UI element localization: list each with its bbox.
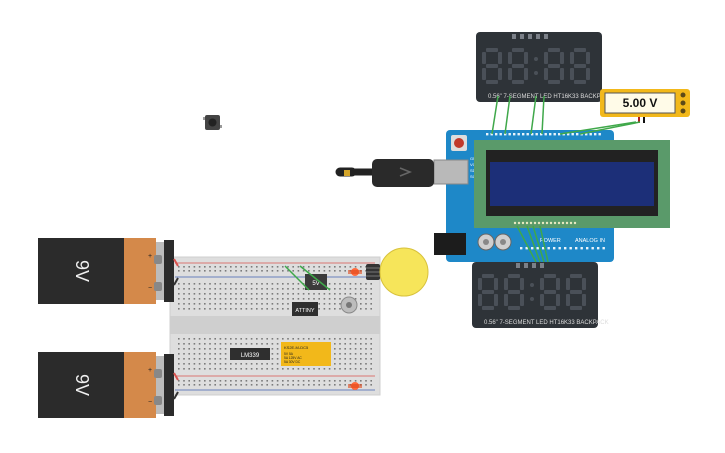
multimeter-reading: 5.00 V <box>623 96 658 110</box>
seven-segment-display-top[interactable]: 0.56" 7-SEGMENT LED HT16K33 BACKPACK <box>476 32 613 102</box>
led-top[interactable] <box>348 268 362 276</box>
power-header-label: POWER <box>540 238 561 244</box>
lm339-chip[interactable]: LM339 <box>230 348 270 360</box>
green-wires[interactable] <box>284 95 641 291</box>
battery-bottom-plus: + <box>148 367 152 374</box>
battery-bottom[interactable]: + − 9V <box>38 352 179 418</box>
battery-top-label: 9V <box>72 260 92 282</box>
light-bulb[interactable] <box>366 247 429 297</box>
battery-top-minus: − <box>148 285 152 292</box>
colon-dot <box>530 297 534 301</box>
usb-cable[interactable] <box>335 159 434 187</box>
seven-segment-display-bottom[interactable]: 0.56" 7-SEGMENT LED HT16K33 BACKPACK <box>472 262 609 328</box>
regulator-label: 5V <box>312 281 319 287</box>
lcd-display[interactable] <box>474 140 670 228</box>
reset-button[interactable] <box>454 138 464 148</box>
segment-digit-3 <box>540 274 560 310</box>
segment-digit-4 <box>566 274 586 310</box>
led-bottom[interactable] <box>348 382 362 390</box>
relay[interactable]: KS2E-M-DC5 5V 5A 5A 125V AC 5A 30V DC <box>281 342 331 366</box>
voltage-regulator[interactable]: 5V <box>305 274 327 290</box>
segment-digit-1 <box>478 274 498 310</box>
colon-dot <box>534 71 538 75</box>
breadboard[interactable] <box>169 256 381 396</box>
segment-digit-1 <box>482 48 502 84</box>
battery-top-plus: + <box>148 253 152 260</box>
segment-digit-2 <box>508 48 528 84</box>
analog-header-label: ANALOG IN <box>575 238 605 244</box>
colon-dot <box>534 57 538 61</box>
relay-line-3: 5A 30V DC <box>284 360 301 364</box>
segment-digit-4 <box>570 48 590 84</box>
attiny-label: ATTINY <box>295 308 314 314</box>
segment-digit-2 <box>504 274 524 310</box>
battery-bottom-minus: − <box>148 399 152 406</box>
segment-digit-3 <box>544 48 564 84</box>
attiny-chip[interactable]: ATTINY <box>292 302 318 316</box>
push-button[interactable] <box>203 115 222 130</box>
lm339-label: LM339 <box>241 353 260 359</box>
relay-label: KS2E-M-DC5 <box>284 345 309 350</box>
multimeter[interactable]: 5.00 V <box>600 89 690 123</box>
seven-segment-caption-top: 0.56" 7-SEGMENT LED HT16K33 BACKPACK <box>488 94 613 100</box>
seven-segment-caption-bottom: 0.56" 7-SEGMENT LED HT16K33 BACKPACK <box>484 320 609 326</box>
battery-bottom-label: 9V <box>72 374 92 396</box>
relay-line-1: 5V 5A <box>284 352 294 356</box>
potentiometer[interactable] <box>340 296 358 314</box>
colon-dot <box>530 283 534 287</box>
battery-top[interactable]: + − 9V <box>38 238 179 304</box>
relay-line-2: 5A 125V AC <box>284 356 302 360</box>
